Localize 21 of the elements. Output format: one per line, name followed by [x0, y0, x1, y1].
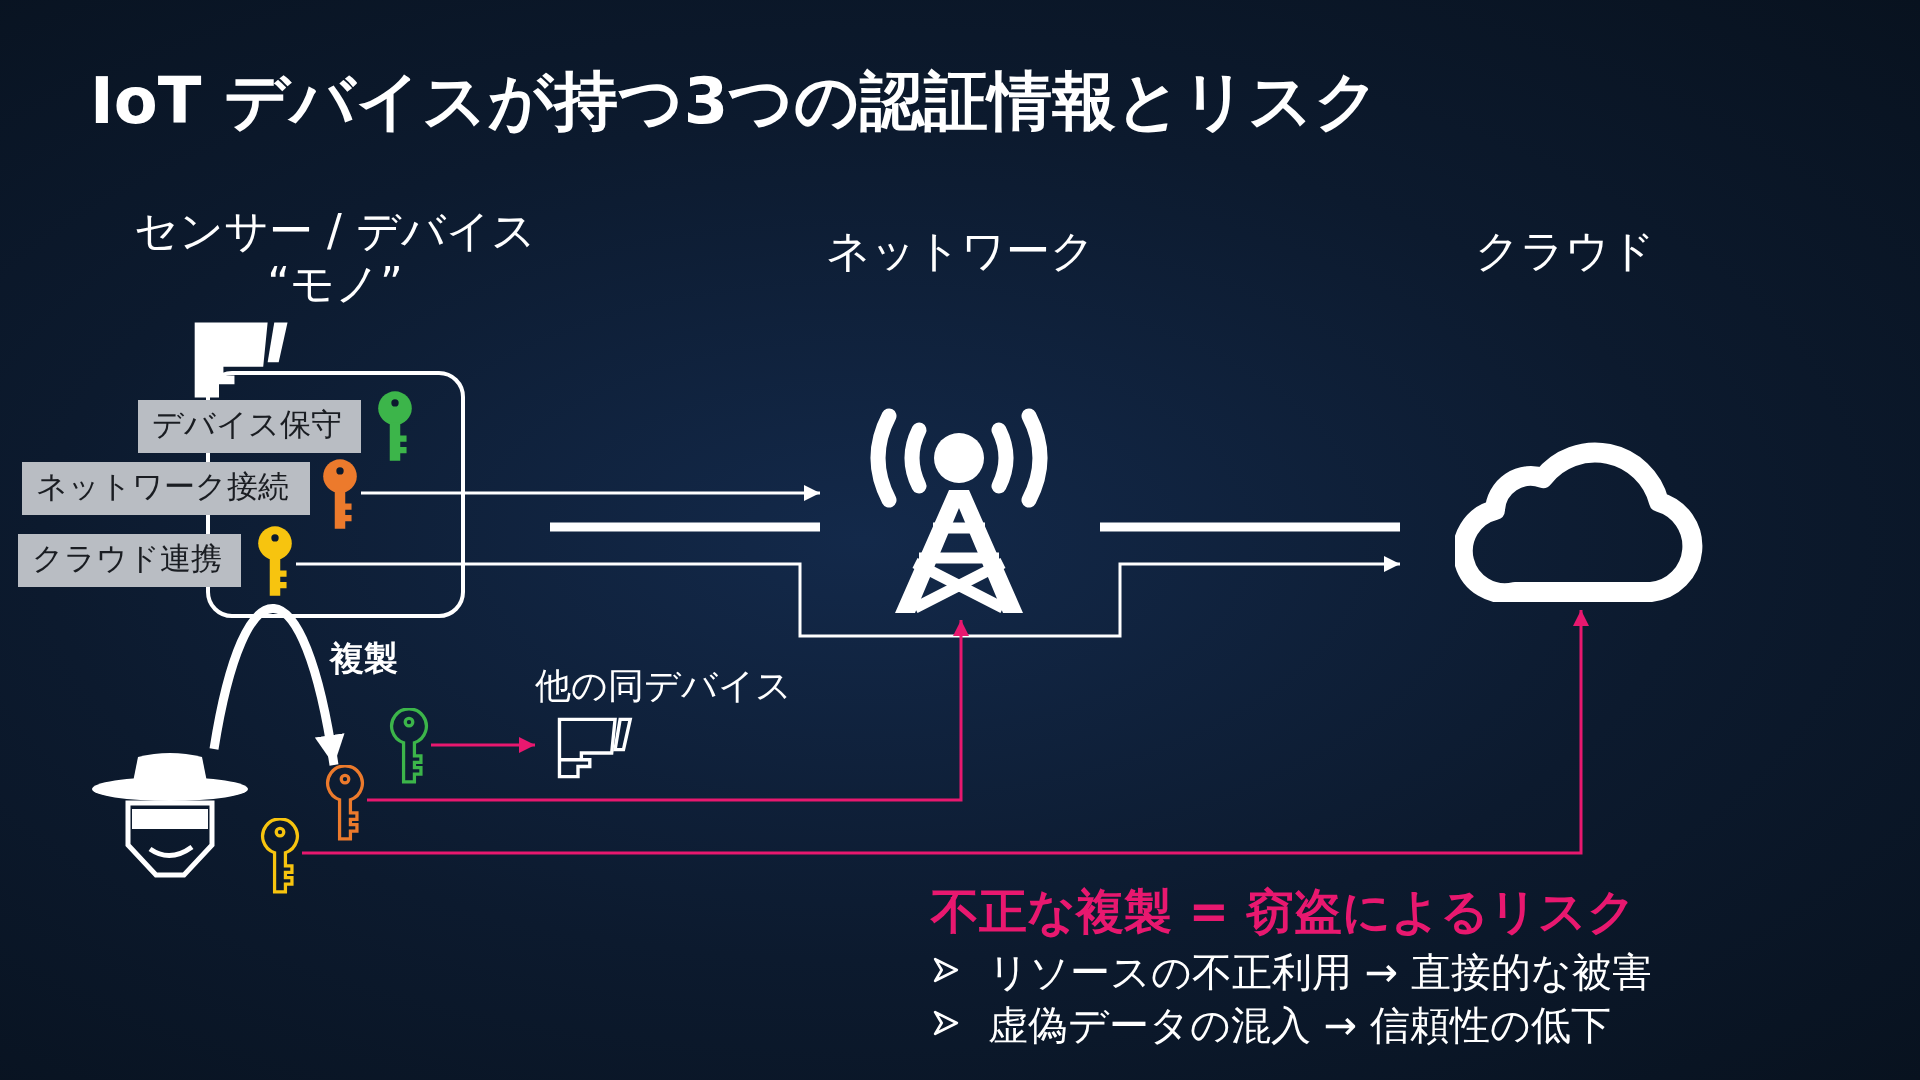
- arrow: [431, 737, 535, 753]
- key-icon: [323, 765, 367, 841]
- edge-label: 複製: [330, 637, 398, 680]
- slide-title: IoT デバイスが持つ3つの認証情報とリスク: [90, 63, 1381, 140]
- arrow: [296, 556, 1400, 638]
- credential-tag: デバイス保守: [138, 400, 361, 453]
- arrow: [367, 620, 969, 802]
- credential-tag: クラウド連携: [18, 534, 241, 587]
- arrow: [302, 610, 1589, 855]
- credential-tag: ネットワーク接続: [22, 462, 310, 515]
- arrow: [361, 485, 820, 501]
- key-icon: [387, 708, 431, 784]
- risk-item: リソースの不正利用 → 直接的な被害: [988, 948, 1652, 997]
- risk-heading: 不正な複製 = 窃盗によるリスク: [931, 882, 1636, 941]
- device-heading: センサー / デバイス “モノ”: [133, 205, 537, 311]
- cloud-heading: クラウド: [1474, 225, 1656, 278]
- key-icon: [258, 818, 302, 894]
- arrow: [209, 604, 344, 766]
- network-heading: ネットワーク: [824, 225, 1096, 278]
- device-caption: 他の同デバイス: [535, 664, 792, 708]
- risk-item: 虚偽データの混入 → 信頼性の低下: [988, 1001, 1611, 1050]
